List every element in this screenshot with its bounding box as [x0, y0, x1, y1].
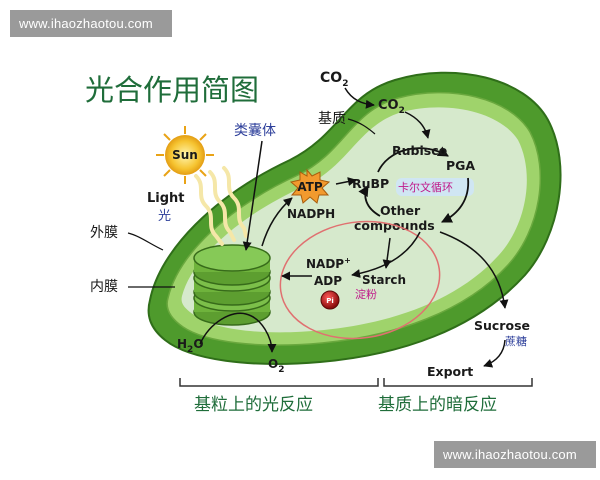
starch-region-ring: [279, 220, 441, 340]
pi-label: Pi: [326, 297, 334, 305]
diagram-title: 光合作用简图: [85, 73, 259, 107]
starch-granule-icon: [320, 290, 340, 310]
thylakoid-arrow: [242, 140, 263, 251]
sucrose-label-en: Sucrose: [474, 318, 530, 333]
other-label: Other: [380, 203, 421, 218]
export-label: Export: [427, 364, 473, 379]
granum-stack: [193, 244, 271, 326]
h2o-label: H2O: [177, 337, 204, 355]
calvin-cycle-highlight: [396, 178, 474, 196]
light-rays-icon: [194, 166, 248, 246]
outer-membrane-label: 外膜: [90, 225, 118, 241]
rubp-label: RuBP: [352, 176, 389, 191]
co2-outside-label: CO2: [320, 70, 348, 89]
nadph-label: NADPH: [287, 207, 335, 221]
compounds-to-nadp-arrow: [351, 231, 421, 278]
inner-membrane-label: 内膜: [90, 279, 118, 295]
co2-inside-label: CO2: [378, 98, 405, 116]
granum-to-atp-arrow: [261, 197, 293, 247]
atp-star-icon: [289, 168, 331, 204]
sun-label: Sun: [172, 148, 198, 162]
sucrose-label-zh: 蔗糖: [505, 334, 527, 348]
o2-label: O2: [268, 357, 284, 375]
sucrose-to-export-arrow: [483, 339, 506, 368]
co2-entry-arrow: [344, 87, 375, 109]
dark-reaction-caption: 基质上的暗反应: [378, 395, 497, 415]
stroma-label: 基质: [318, 110, 346, 127]
atp-to-cycle-arrow: [335, 177, 357, 187]
sun-icon: [156, 126, 214, 184]
water-to-oxygen-arrow: [199, 312, 277, 353]
calvin-cycle-label: 卡尔文循环: [398, 180, 453, 194]
cycle-arrow-left: [358, 185, 381, 217]
rubisco-label: Rubisco: [392, 143, 448, 158]
light-reaction-bracket: [179, 378, 379, 387]
watermark-top: www.ihaozhaotou.com: [10, 10, 172, 37]
thylakoid-label: 类囊体: [234, 122, 276, 139]
light-label-zh: 光: [158, 209, 171, 224]
cycle-arrow-right: [441, 177, 470, 223]
pga-label: PGA: [446, 158, 475, 173]
light-reaction-caption: 基粒上的光反应: [194, 395, 313, 415]
starch-label-zh: 淀粉: [355, 287, 377, 301]
nadp-label: NADP+: [306, 256, 351, 271]
outer-membrane-leader: [127, 232, 164, 251]
light-label-en: Light: [147, 191, 185, 206]
stroma-leader: [347, 118, 376, 135]
co2-to-rubisco-arrow: [404, 111, 431, 139]
starch-label-en: Starch: [362, 273, 406, 287]
atp-label: ATP: [297, 180, 323, 194]
watermark-bottom: www.ihaozhaotou.com: [434, 441, 596, 468]
adp-label: ADP: [314, 274, 342, 288]
cycle-arrow-top: [377, 146, 449, 173]
compounds-to-starch-arrow: [382, 237, 392, 269]
dark-reaction-bracket: [383, 378, 533, 387]
compounds-to-sucrose-arrow: [439, 231, 509, 309]
